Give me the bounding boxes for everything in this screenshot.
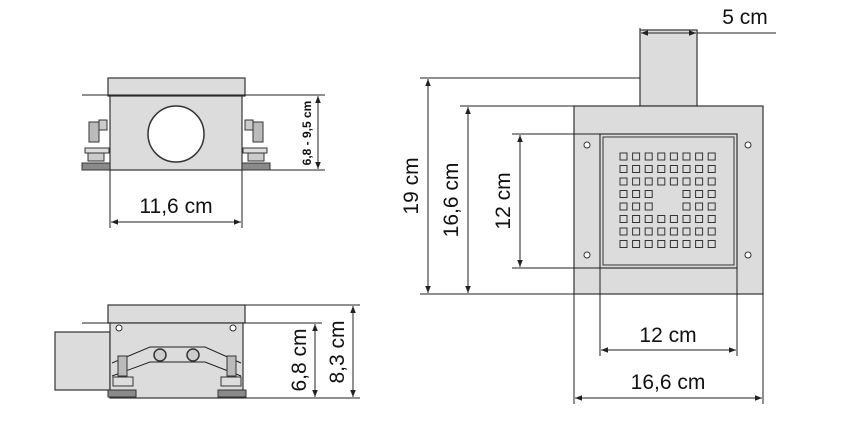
grate-slots [619,152,716,248]
grate-slot [619,177,628,186]
left-leveling-foot [81,119,111,171]
grate-slot [644,202,653,211]
grate-slot [695,152,704,161]
grate-slot [632,165,641,173]
grate-width-label: 12 cm [639,324,696,347]
plate-height-label: 16,6 cm [440,163,463,238]
grate-slot [669,215,678,223]
grate-slot [707,202,716,211]
grate-slot [619,165,628,173]
grate-slot [682,165,691,173]
grate-slot [707,227,716,236]
grate-slot [695,202,704,211]
right-leveling-foot [241,119,271,171]
grate-slot [695,240,704,248]
grate-slot [695,215,704,223]
grate-slot [707,240,716,248]
grate-slot [682,240,691,248]
grate-slot [682,190,691,198]
grate-slot [695,177,704,186]
grate-slot [632,152,641,161]
grate-slot [632,240,641,248]
grate-slot [632,227,641,236]
grate-slot [695,165,704,173]
grate-slot [682,152,691,161]
top-view: 5 cm 19 cm 16,6 cm 12 cm 12 cm 16,6 cm [400,6,776,404]
grate-slot [644,190,653,198]
grate-slot [682,202,691,211]
grate-slot [707,152,716,161]
grate-slot [632,177,641,186]
front-width-label: 11,6 cm [139,195,212,218]
grate-slot [644,240,653,248]
grate-slot [707,190,716,198]
grate-slot [669,152,678,161]
grate-height-label: 12 cm [492,172,515,229]
outlet-hole [147,105,205,163]
grate-slot [644,177,653,186]
grate-slot [657,240,666,248]
total-length-label: 19 cm [400,157,423,214]
grate-slot [707,165,716,173]
grate-slot [669,227,678,236]
grate-slot [657,215,666,223]
grate-slot [669,177,678,186]
grate-slot [644,227,653,236]
grate-slot [682,215,691,223]
grate-slot [669,240,678,248]
outlet-width-label: 5 cm [722,6,768,29]
grate-slot [695,190,704,198]
outlet-pipe [639,29,698,107]
side-total-height-label: 8,3 cm [326,320,349,383]
grate-slot [619,240,628,248]
grate-slot [657,177,666,186]
grate-slot [632,202,641,211]
grate-slot [644,152,653,161]
grate-slot [707,215,716,223]
grate-slot [619,202,628,211]
side-view: 6,8 cm 8,3 cm [54,304,360,399]
grate-slot [644,215,653,223]
front-height-label: 6,8 - 9,5 cm [300,101,314,166]
plate-width-label: 16,6 cm [631,371,706,394]
grate-slot [632,215,641,223]
grate-slot [657,152,666,161]
grate-slot [669,165,678,173]
front-view: 11,6 cm 6,8 - 9,5 cm [81,77,325,228]
side-inner-height-label: 6,8 cm [288,328,311,391]
grate-slot [657,227,666,236]
grate-slot [644,165,653,173]
grate-slot [619,190,628,198]
grate-slot [682,177,691,186]
grate-slot [619,152,628,161]
grate-slot [619,227,628,236]
grate-slot [682,227,691,236]
grate-slot [707,177,716,186]
outlet-pipe-stub [54,331,111,391]
grate-slot [619,215,628,223]
grate-slot [632,190,641,198]
grate-slot [657,165,666,173]
grate-slot [695,227,704,236]
